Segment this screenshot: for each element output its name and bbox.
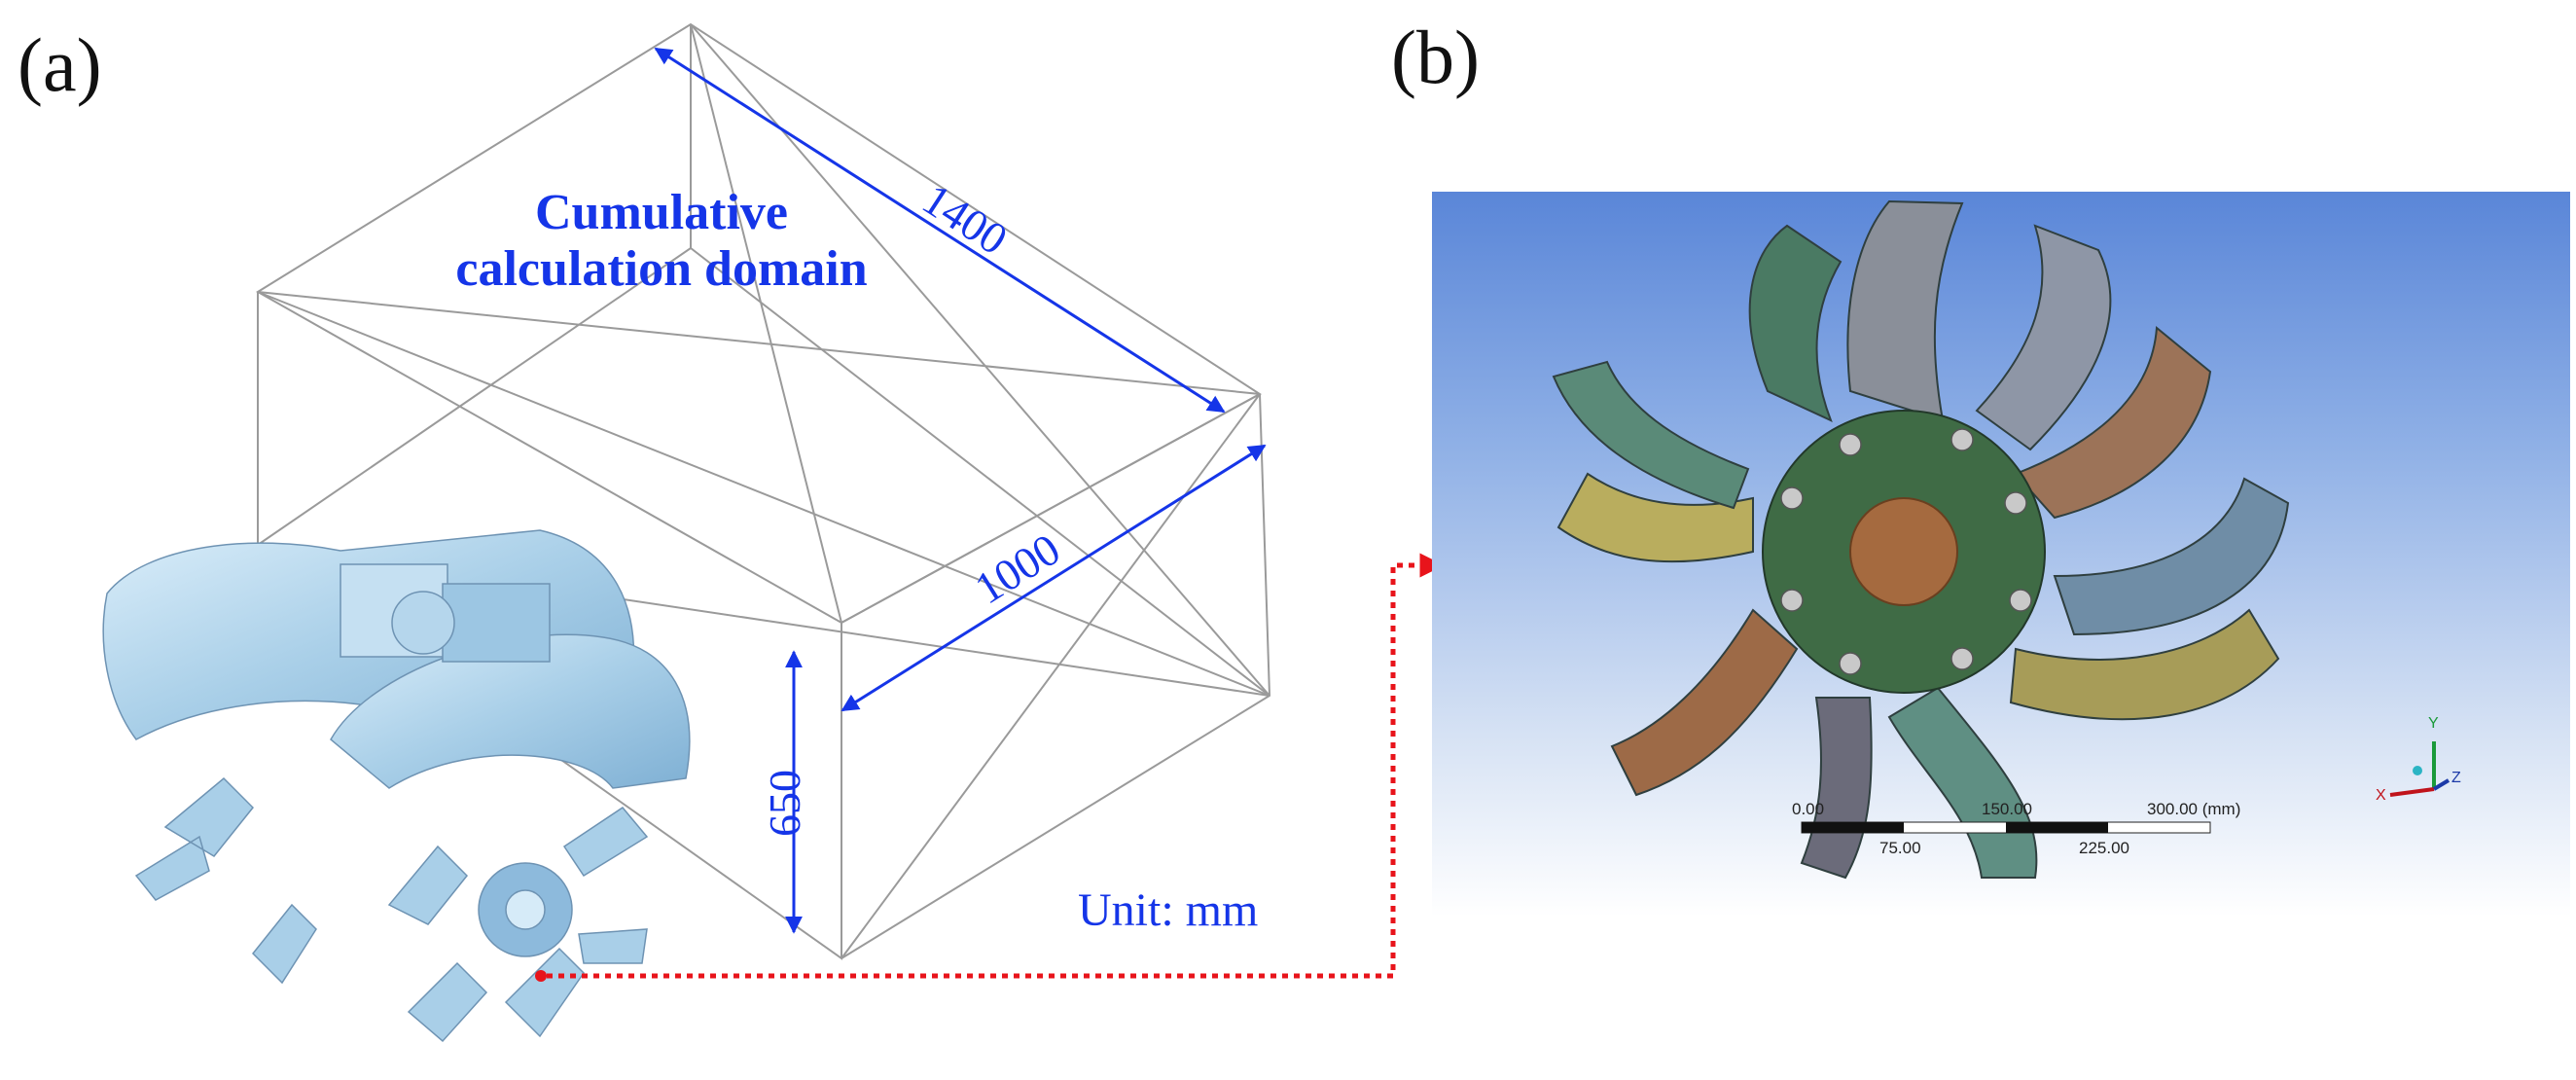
y-axis-label: Y	[2428, 715, 2439, 732]
rotor-mesh: 0.00 150.00 300.00 (mm) 75.00 225.00 Y X…	[1552, 199, 2461, 880]
z-axis-line	[2432, 778, 2451, 791]
domain-caption-line2: calculation domain	[455, 241, 868, 297]
x-axis-line	[2389, 787, 2435, 797]
connector-arrow	[535, 553, 1445, 982]
scale-label-150: 150.00	[1982, 800, 2032, 818]
height-value: 650	[760, 770, 809, 837]
triad-origin-dot	[2413, 766, 2422, 775]
width-arrow	[841, 444, 1267, 712]
rotor-shaft	[1849, 497, 1958, 606]
hub-bolts	[1780, 428, 2032, 675]
domain-caption: Cumulative calculation domain	[389, 185, 934, 298]
x-axis-label: X	[2376, 787, 2386, 804]
scale-label-225: 225.00	[2079, 839, 2129, 857]
panel-a-label: (a)	[18, 22, 102, 107]
axis-triad: Y X Z	[2376, 715, 2461, 804]
panel-b-label: (b)	[1391, 15, 1480, 99]
domain-caption-line1: Cumulative	[535, 185, 788, 240]
scale-label-300: 300.00 (mm)	[2147, 800, 2240, 818]
scale-bar: 0.00 150.00 300.00 (mm) 75.00 225.00	[1792, 800, 2240, 857]
rotor-blades	[1552, 199, 2290, 880]
mesh-viewport: 0.00 150.00 300.00 (mm) 75.00 225.00 Y X…	[1432, 192, 2570, 917]
scale-label-0: 0.00	[1792, 800, 1824, 818]
length-arrow	[654, 47, 1226, 414]
dimension-arrows	[654, 47, 1267, 934]
rotary-tiller-model	[102, 529, 691, 1043]
unit-label: Unit: mm	[1078, 884, 1259, 936]
scale-label-75: 75.00	[1879, 839, 1921, 857]
z-axis-label: Z	[2451, 770, 2461, 786]
